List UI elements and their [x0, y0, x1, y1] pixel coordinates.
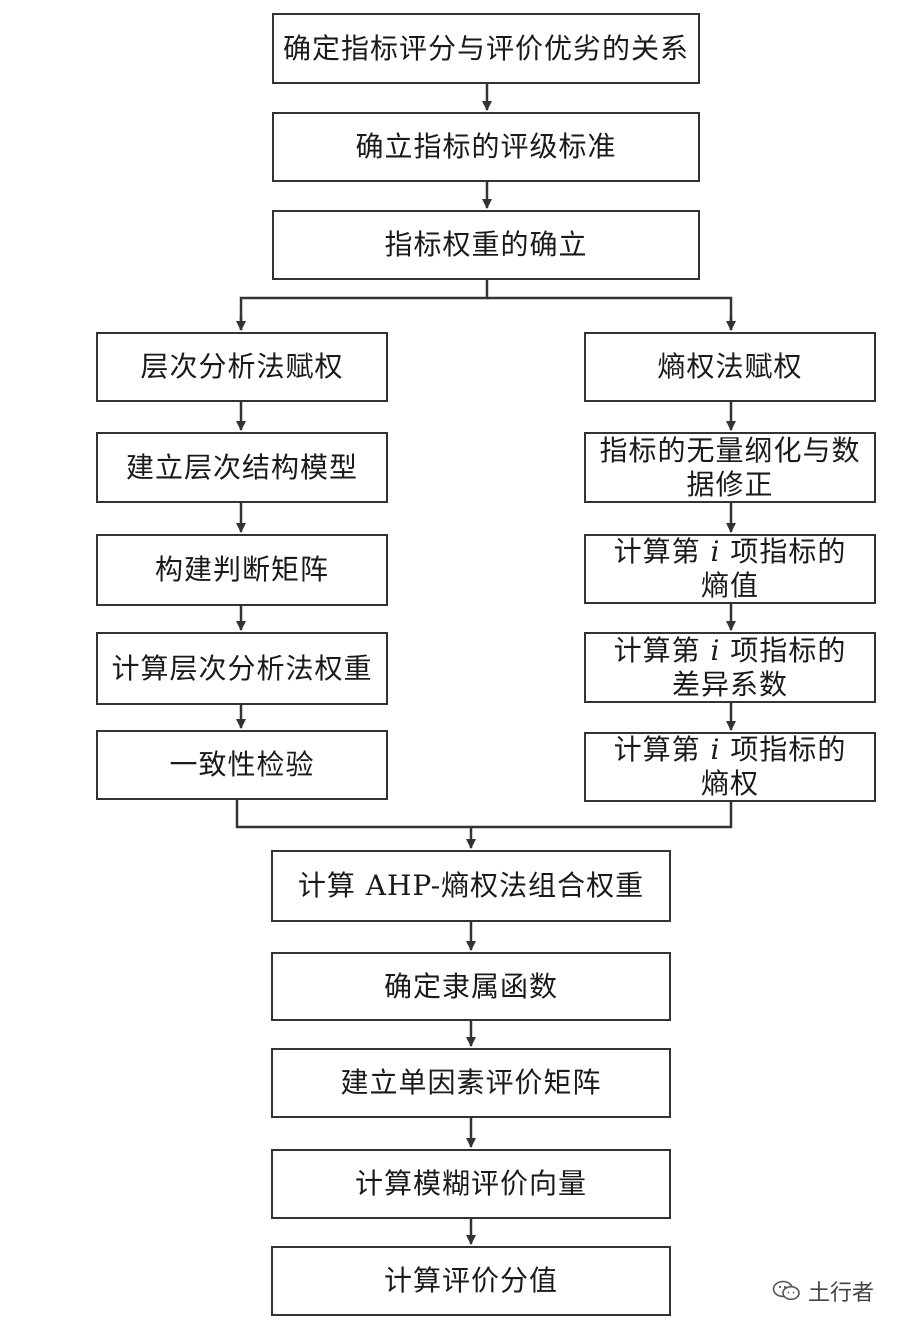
- node-entropy-weighting: 熵权法赋权: [584, 332, 876, 402]
- node-single-factor-matrix: 建立单因素评价矩阵: [271, 1048, 671, 1118]
- split-connector-right: [487, 296, 733, 330]
- merge-connector: [235, 800, 733, 829]
- node-hierarchy-model: 建立层次结构模型: [96, 432, 388, 503]
- node-judgment-matrix: 构建判断矩阵: [96, 534, 388, 606]
- node-ahp-weighting: 层次分析法赋权: [96, 332, 388, 402]
- watermark-text: 土行者: [807, 1281, 874, 1306]
- node-grading-standard: 确立指标的评级标准: [272, 112, 700, 182]
- watermark: 土行者: [772, 1275, 874, 1307]
- node-entropy-value: 计算第 i 项指标的 熵值: [584, 534, 876, 604]
- node-normalization: 指标的无量纲化与数 据修正: [584, 432, 876, 503]
- node-weight-establish: 指标权重的确立: [272, 210, 700, 280]
- node-consistency-check: 一致性检验: [96, 730, 388, 800]
- node-combined-weight: 计算 AHP-熵权法组合权重: [271, 850, 671, 922]
- node-difference-coefficient: 计算第 i 项指标的 差异系数: [584, 632, 876, 703]
- node-fuzzy-vector: 计算模糊评价向量: [271, 1149, 671, 1219]
- node-relation: 确定指标评分与评价优劣的关系: [272, 13, 700, 84]
- split-connector: [239, 280, 489, 330]
- node-ahp-weights: 计算层次分析法权重: [96, 632, 388, 705]
- wechat-icon: [772, 1280, 800, 1301]
- node-entropy-weight: 计算第 i 项指标的 熵权: [584, 732, 876, 802]
- node-membership-function: 确定隶属函数: [271, 952, 671, 1021]
- node-evaluation-score: 计算评价分值: [271, 1246, 671, 1316]
